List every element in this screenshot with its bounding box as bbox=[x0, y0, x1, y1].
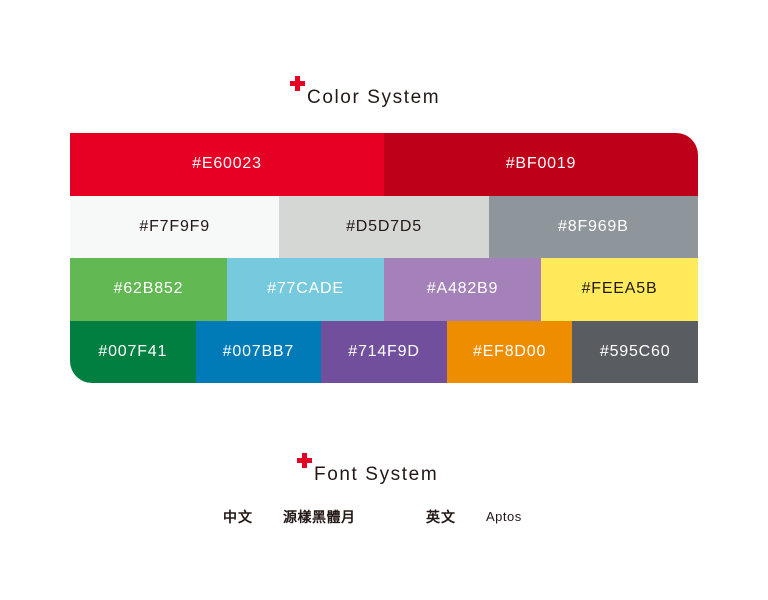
red-cross-icon bbox=[297, 453, 313, 469]
color-system-heading: Color System bbox=[290, 76, 440, 107]
palette-row: #F7F9F9#D5D7D5#8F969B bbox=[70, 195, 698, 258]
color-palette: #E60023#BF0019#F7F9F9#D5D7D5#8F969B#62B8… bbox=[70, 133, 698, 383]
palette-row: #62B852#77CADE#A482B9#FEEA5B bbox=[70, 258, 698, 321]
color-swatch: #E60023 bbox=[70, 133, 384, 196]
color-swatch: #D5D7D5 bbox=[279, 195, 489, 258]
color-swatch: #62B852 bbox=[70, 258, 227, 321]
red-cross-icon bbox=[290, 76, 306, 92]
color-swatch: #77CADE bbox=[227, 258, 384, 321]
font-system-title: Font System bbox=[314, 464, 439, 485]
color-swatch: #8F969B bbox=[488, 195, 698, 258]
color-swatch: #F7F9F9 bbox=[70, 195, 280, 258]
color-swatch: #595C60 bbox=[572, 320, 698, 383]
color-swatch: #A482B9 bbox=[384, 258, 541, 321]
color-swatch: #007BB7 bbox=[195, 320, 322, 383]
chinese-label: 中文 bbox=[223, 509, 253, 525]
palette-row: #E60023#BF0019 bbox=[70, 133, 698, 196]
color-swatch: #007F41 bbox=[70, 320, 196, 383]
chinese-font-name: 源樣黑體月 bbox=[283, 509, 356, 525]
color-swatch: #EF8D00 bbox=[446, 320, 573, 383]
english-label: 英文 bbox=[426, 509, 456, 525]
font-system-heading: Font System bbox=[297, 453, 438, 484]
color-swatch: #714F9D bbox=[321, 320, 447, 383]
palette-row: #007F41#007BB7#714F9D#EF8D00#595C60 bbox=[70, 320, 698, 383]
color-swatch: #FEEA5B bbox=[541, 258, 698, 321]
english-font-name: Aptos bbox=[486, 509, 522, 524]
color-system-title: Color System bbox=[307, 87, 441, 108]
color-swatch: #BF0019 bbox=[384, 133, 698, 196]
